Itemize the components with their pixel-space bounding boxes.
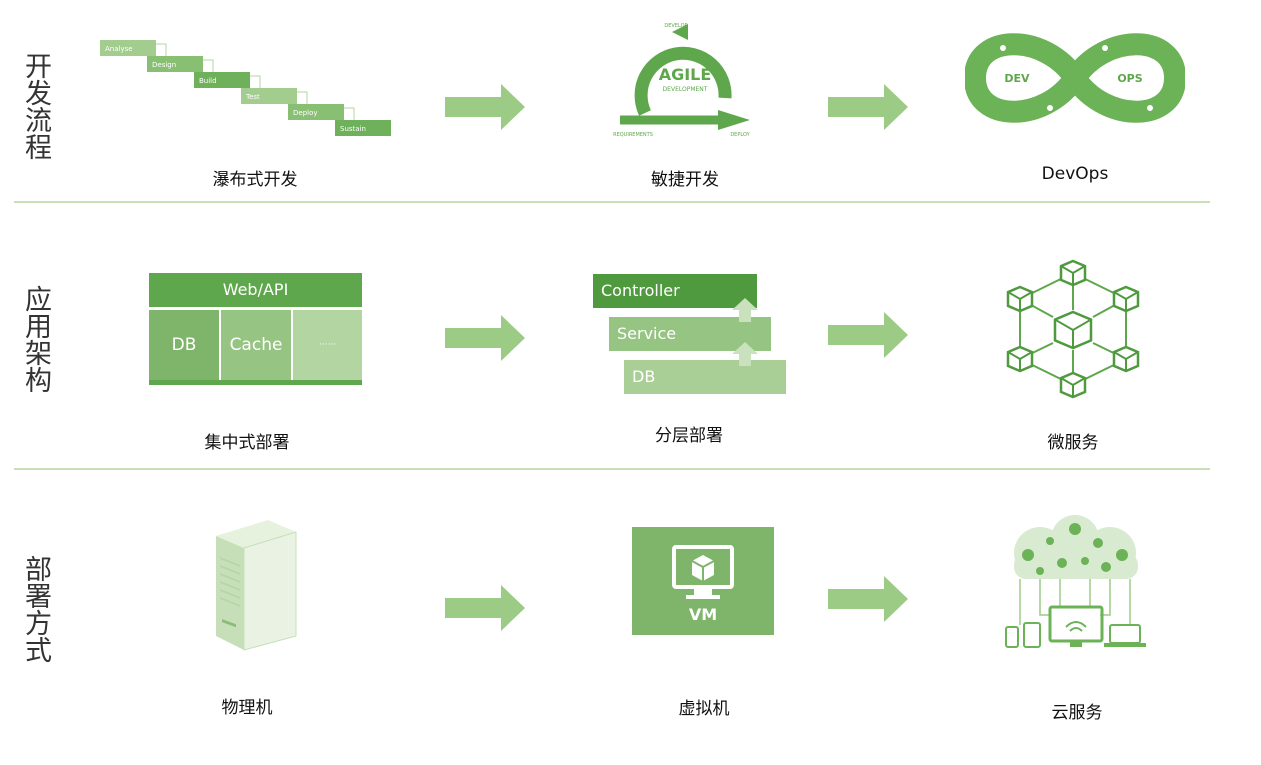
microservices-network-icon [1006, 259, 1140, 399]
caption-waterfall: 瀑布式开发 [212, 170, 298, 190]
vm-icon: VM [632, 527, 774, 635]
waterfall-step-label: Sustain [340, 125, 366, 133]
agile-subtitle: DEVELOPMENT [663, 86, 708, 93]
db-block: DB [149, 310, 219, 380]
waterfall-connector [344, 107, 355, 120]
waterfall-step [147, 56, 203, 72]
caption-agile: 敏捷开发 [651, 170, 719, 190]
flow-arrow [828, 84, 908, 130]
waterfall-step-label: Test [245, 93, 260, 101]
waterfall-step-label: Analyse [105, 45, 133, 53]
vm-label: VM [688, 605, 718, 624]
layer-service: Service [609, 317, 771, 351]
caption-devops: DevOps [1041, 164, 1109, 184]
row-divider [14, 201, 1210, 203]
row-title-app-architecture: 应用架构 [20, 285, 51, 393]
physical-server-icon [216, 520, 297, 651]
agile-title: AGILE [659, 65, 712, 84]
centralized-deployment-diagram: Web/API DB Cache ······ [149, 273, 362, 385]
agile-left-label: REQUIREMENTS [613, 132, 653, 138]
caption-cloud: 云服务 [1051, 703, 1103, 723]
flow-arrow [828, 576, 908, 622]
waterfall-connector [297, 91, 308, 104]
other-block: ······ [293, 310, 362, 380]
waterfall-step [335, 120, 391, 136]
waterfall-step [100, 40, 156, 56]
cache-block: Cache [221, 310, 291, 380]
caption-layered: 分层部署 [655, 426, 723, 446]
waterfall-connector [250, 75, 261, 88]
base-bar [149, 380, 362, 385]
waterfall-connector [203, 59, 214, 72]
waterfall-step [288, 104, 344, 120]
flow-arrow [445, 585, 525, 631]
monitor-cube-icon [672, 545, 734, 599]
agile-cycle-icon: AGILE DEVELOPMENT DEVELOP REQUIREMENTS D… [613, 23, 751, 138]
waterfall-step-label: Deploy [293, 109, 318, 117]
flow-arrow [828, 312, 908, 358]
row-title-deployment: 部署方式 [20, 555, 51, 663]
web-api-block: Web/API [149, 273, 362, 307]
caption-microservices: 微服务 [1047, 433, 1099, 453]
flow-arrow [445, 315, 525, 361]
layer-controller: Controller [593, 274, 757, 308]
waterfall-connector [156, 43, 167, 56]
agile-top-label: DEVELOP [664, 23, 687, 29]
caption-physical: 物理机 [221, 698, 273, 718]
flow-arrow [445, 84, 525, 130]
devops-dev-label: DEV [1004, 72, 1030, 85]
caption-vm: 虚拟机 [678, 699, 730, 719]
waterfall-step-label: Build [199, 77, 217, 85]
caption-centralized: 集中式部署 [204, 433, 290, 453]
layer-db: DB [624, 360, 786, 394]
cloud-services-icon [1005, 515, 1146, 648]
agile-right-label: DEPLOY [730, 132, 750, 138]
layer-up-arrows [732, 298, 758, 366]
waterfall-step [194, 72, 250, 88]
devops-infinity-icon: DEV OPS [965, 33, 1185, 123]
row-title-dev-process: 开发流程 [20, 52, 51, 160]
devops-ops-label: OPS [1117, 72, 1142, 85]
waterfall-step [241, 88, 297, 104]
row-divider [14, 468, 1210, 470]
waterfall-step-label: Design [152, 61, 176, 69]
